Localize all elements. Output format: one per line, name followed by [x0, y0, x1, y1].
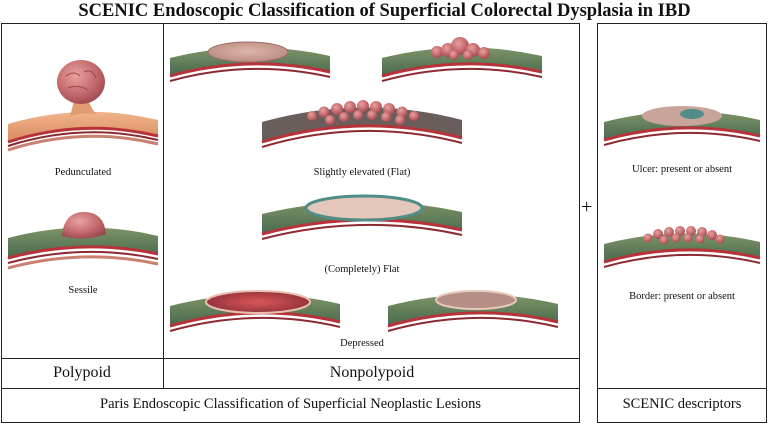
slightly-elevated-illustration-1 [169, 41, 331, 82]
footer-paris-classification: Paris Endoscopic Classification of Super… [100, 396, 481, 412]
divider-category-row-bottom [1, 388, 580, 389]
category-polypoid: Polypoid [53, 364, 111, 381]
label-completely-flat: (Completely) Flat [324, 264, 400, 275]
label-slightly-elevated: Slightly elevated (Flat) [313, 167, 411, 178]
label-depressed: Depressed [340, 338, 384, 349]
divider-category-row-top [1, 358, 580, 359]
page-title: SCENIC Endoscopic Classification of Supe… [78, 1, 691, 21]
label-border-descriptor: Border: present or absent [629, 291, 735, 302]
slightly-elevated-illustration-2 [381, 37, 543, 82]
label-sessile: Sessile [68, 285, 98, 296]
divider-polypoid-nonpolypoid [163, 23, 164, 388]
plus-sign: + [581, 196, 593, 218]
completely-flat-illustration [261, 194, 463, 240]
sessile-illustration [7, 212, 159, 270]
scenic-descriptors-panel [597, 23, 767, 423]
depressed-illustration-1 [169, 290, 341, 332]
divider-scenic-footer [597, 388, 767, 389]
depressed-illustration-2 [387, 290, 559, 332]
label-ulcer-descriptor: Ulcer: present or absent [631, 164, 732, 175]
paris-classification-panel [1, 23, 580, 423]
category-nonpolypoid: Nonpolypoid [329, 364, 415, 381]
label-pedunculated: Pedunculated [54, 167, 112, 178]
slightly-elevated-illustration-3 [261, 100, 463, 148]
border-illustration [603, 226, 761, 268]
pedunculated-illustration [7, 60, 159, 152]
ulcer-illustration [603, 106, 761, 146]
footer-scenic-descriptors: SCENIC descriptors [622, 396, 742, 412]
